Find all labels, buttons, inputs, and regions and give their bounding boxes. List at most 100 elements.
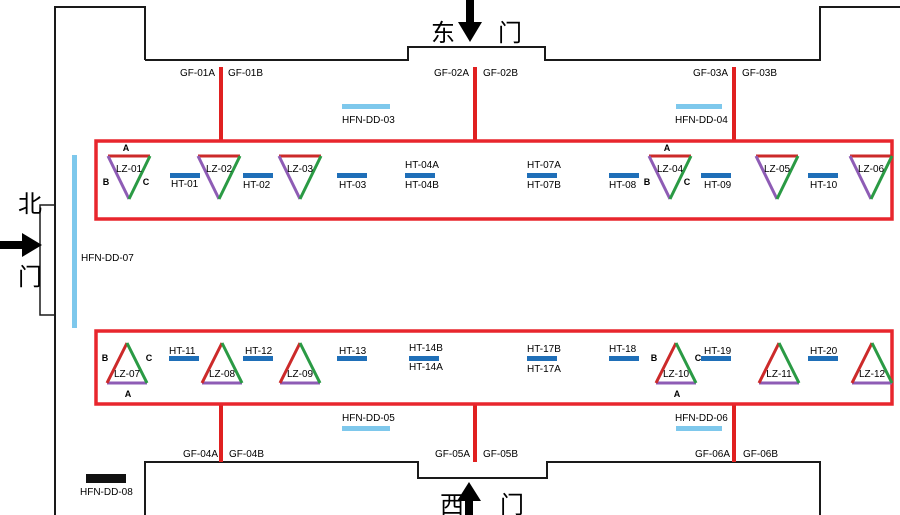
lz-01-vertex-c: C: [143, 177, 150, 187]
north-door-recess: [39, 204, 55, 316]
gf-02-bar: [473, 67, 477, 140]
lz-11-edge-left: [757, 342, 781, 384]
ht-09-bar: [701, 173, 731, 178]
east-door-label: 东: [431, 19, 455, 47]
gf-label-gf3a: GF-03A: [693, 68, 728, 79]
hfn-dd-03-label: HFN-DD-03: [342, 115, 395, 126]
ht-19-label: HT-19: [704, 346, 732, 357]
lz-08-edge-left: [200, 342, 224, 384]
lz-01-vertex-a: A: [123, 143, 130, 153]
hfn-dd-08-label: HFN-DD-08: [80, 487, 133, 498]
gf-label-gf4a: GF-04A: [183, 449, 218, 460]
lz-10-vertex-a: A: [674, 389, 681, 399]
lz-11-edge-right: [777, 342, 801, 384]
ht-19-bar: [701, 356, 731, 361]
lz-03-edge-right: [298, 155, 323, 200]
ht-13-label: HT-13: [339, 346, 367, 357]
ht-02-label: HT-02: [243, 180, 271, 191]
gf-04-bar: [219, 403, 223, 462]
lz-04-label: LZ-04: [657, 164, 684, 175]
lz-06-edge-right: [869, 155, 894, 200]
bottom-zone-frame: [94, 329, 894, 406]
ht-14b-bar: [409, 356, 439, 361]
gf-label-gf4b: GF-04B: [229, 449, 264, 460]
ht-01-bar: [170, 173, 200, 178]
hfn-dd-08-bar: [86, 474, 126, 483]
ht-13-bar: [337, 356, 367, 361]
gf-06-bar: [732, 403, 736, 462]
lz-12-label: LZ-12: [859, 369, 886, 380]
ht-17b-label: HT-17B: [527, 344, 561, 355]
lz-09-edge-right: [298, 342, 322, 384]
lz-08-edge-right: [220, 342, 244, 384]
lz-01-label: LZ-01: [116, 164, 143, 175]
lz-10-vertex-c: C: [695, 353, 702, 363]
lz-04-vertex-a: A: [664, 143, 671, 153]
lz-12-edge-left: [850, 342, 874, 384]
ht-02-bar: [243, 173, 273, 178]
ht-07a-bar: [527, 173, 557, 178]
ht-04b-label: HT-04B: [405, 180, 439, 191]
lz-04-vertex-c: C: [684, 177, 691, 187]
ht-07b-label: HT-07B: [527, 180, 561, 191]
ht-14a-label: HT-14A: [409, 362, 443, 373]
ht-12-label: HT-12: [245, 346, 273, 357]
gf-label-gf2b: GF-02B: [483, 68, 518, 79]
north-door-label: 北: [18, 190, 42, 218]
gf-label-gf3b: GF-03B: [742, 68, 777, 79]
lz-07-label: LZ-07: [114, 369, 141, 380]
lz-10-label: LZ-10: [663, 369, 690, 380]
gf-01-bar: [219, 67, 223, 140]
ht-17a-label: HT-17A: [527, 364, 561, 375]
lz-02-edge-left: [196, 155, 221, 200]
ht-20-bar: [808, 356, 838, 361]
west-door-arrow-icon: [457, 482, 481, 515]
hfn-dd-03-bar: [342, 104, 390, 109]
north-door-arrow-icon: [0, 233, 42, 257]
ht-07a-label: HT-07A: [527, 160, 561, 171]
lz-11-label: LZ-11: [766, 369, 792, 380]
ht-09-label: HT-09: [704, 180, 732, 191]
east-door-arrow-icon: [458, 0, 482, 42]
ht-14b-label: HT-14B: [409, 343, 443, 354]
lz-02-edge-right: [217, 155, 242, 200]
lz-07-vertex-c: C: [146, 353, 153, 363]
ht-04a-bar: [405, 173, 435, 178]
ht-10-bar: [808, 173, 838, 178]
lz-04-edge-left: [647, 155, 672, 200]
gf-label-gf5b: GF-05B: [483, 449, 518, 460]
north-gate-char: 门: [18, 263, 42, 291]
ht-10-label: HT-10: [810, 180, 838, 191]
hfn-dd-04-label: HFN-DD-04: [675, 115, 728, 126]
lz-01-edge-left: [106, 155, 131, 200]
lz-01-edge-right: [127, 155, 152, 200]
bottom-wall: [144, 461, 821, 515]
ht-04a-label: HT-04A: [405, 160, 439, 171]
hfn-dd-05-label: HFN-DD-05: [342, 413, 395, 424]
lz-03-edge-left: [277, 155, 302, 200]
lz-09-edge-left: [278, 342, 302, 384]
gf-03-bar: [732, 67, 736, 140]
lz-10-vertex-b: B: [651, 353, 658, 363]
lz-02-label: LZ-02: [206, 164, 233, 175]
hfn-dd-07-bar: [72, 155, 77, 328]
lz-12-edge-right: [870, 342, 894, 384]
gf-label-gf6b: GF-06B: [743, 449, 778, 460]
lz-05-edge-right: [775, 155, 800, 200]
lz-10-edge-left: [654, 342, 678, 384]
ht-12-bar: [243, 356, 273, 361]
lz-03-label: LZ-03: [287, 164, 314, 175]
gf-label-gf1b: GF-01B: [228, 68, 263, 79]
ht-03-label: HT-03: [339, 180, 367, 191]
hfn-dd-06-label: HFN-DD-06: [675, 413, 728, 424]
gf-05-bar: [473, 403, 477, 462]
left-wall: [54, 6, 146, 515]
lz-07-vertex-a: A: [125, 389, 132, 399]
hfn-dd-04-bar: [676, 104, 722, 109]
ht-11-label: HT-11: [169, 346, 196, 357]
ht-11-bar: [169, 356, 199, 361]
east-gate-char: 门: [498, 19, 522, 47]
ht-08-bar: [609, 173, 639, 178]
lz-07-edge-left: [105, 342, 129, 384]
